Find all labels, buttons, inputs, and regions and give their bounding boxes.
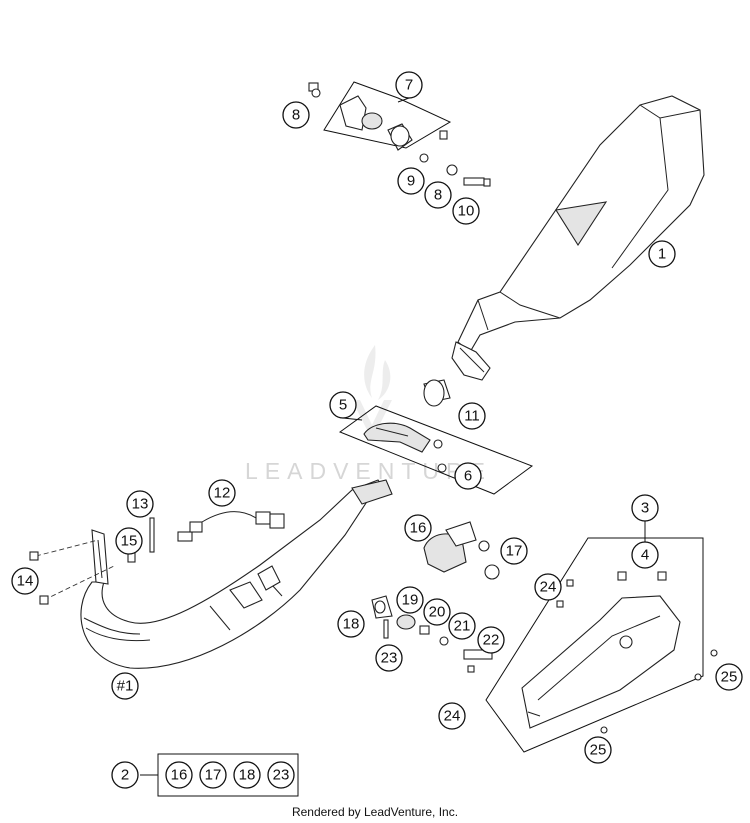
callout-16: 16 bbox=[404, 514, 432, 542]
kit-callout-17: 17 bbox=[199, 761, 227, 789]
callout-label: 17 bbox=[205, 767, 222, 784]
callout-label: 24 bbox=[540, 579, 557, 596]
callout-label: 8 bbox=[292, 107, 300, 124]
callout-18: 18 bbox=[337, 610, 365, 638]
callout-10: 10 bbox=[452, 197, 480, 225]
callout-19: 19 bbox=[396, 586, 424, 614]
footer-credit: Rendered by LeadVenture, Inc. bbox=[291, 805, 459, 819]
callout-13: 13 bbox=[126, 490, 154, 518]
callout-label: 10 bbox=[458, 203, 475, 220]
leader-lines bbox=[140, 97, 646, 797]
callout-label: 7 bbox=[405, 77, 413, 94]
callout-label: 17 bbox=[506, 543, 523, 560]
callout-20: 20 bbox=[423, 598, 451, 626]
callout-label: 12 bbox=[214, 485, 231, 502]
muffler-part[interactable] bbox=[451, 95, 705, 381]
clamp-ring-part[interactable] bbox=[423, 379, 451, 407]
flange-gasket-part[interactable] bbox=[29, 517, 155, 605]
callout-11: 11 bbox=[458, 402, 486, 430]
callout-label: 21 bbox=[454, 618, 471, 635]
callout-15: 15 bbox=[115, 527, 143, 555]
callout-label: 16 bbox=[171, 767, 188, 784]
callout-5: 5 bbox=[329, 391, 357, 419]
callout-25-b: 25 bbox=[584, 736, 612, 764]
callout-1: 1 bbox=[648, 240, 676, 268]
callout-label: 4 bbox=[641, 547, 649, 564]
callout-7: 7 bbox=[395, 71, 423, 99]
callout-label: 14 bbox=[17, 573, 34, 590]
callout-8-b: 8 bbox=[424, 181, 452, 209]
callout-6: 6 bbox=[454, 462, 482, 490]
callout-21: 21 bbox=[448, 612, 476, 640]
callout-label: 2 bbox=[121, 767, 129, 784]
callout-24-b: 24 bbox=[438, 702, 466, 730]
callout-25: 25 bbox=[715, 663, 743, 691]
callout-label: 9 bbox=[407, 173, 415, 190]
kit-callout-23: 23 bbox=[267, 761, 295, 789]
callout-22: 22 bbox=[477, 626, 505, 654]
callout-label: 3 bbox=[641, 500, 649, 517]
callout-label: 19 bbox=[402, 592, 419, 609]
callout-label: 1 bbox=[658, 246, 666, 263]
watermark-logo bbox=[352, 345, 392, 440]
hanger-bracket-part[interactable] bbox=[423, 521, 500, 580]
callout-8: 8 bbox=[282, 101, 310, 129]
callout-label: 18 bbox=[343, 616, 360, 633]
callout-label: 23 bbox=[273, 767, 290, 784]
callout-23: 23 bbox=[375, 644, 403, 672]
callout-label: 6 bbox=[464, 468, 472, 485]
callout-label: 22 bbox=[483, 632, 500, 649]
callout-label: 13 bbox=[132, 496, 149, 513]
callout-label: 11 bbox=[464, 408, 480, 425]
bracket-kit-part[interactable] bbox=[323, 81, 452, 151]
callout-label: 15 bbox=[121, 533, 138, 550]
callout-header-1: #1 bbox=[111, 672, 139, 700]
callout-label: 25 bbox=[721, 669, 738, 686]
callout-4: 4 bbox=[631, 541, 659, 569]
callout-14: 14 bbox=[11, 567, 39, 595]
rubber-mount-part[interactable] bbox=[371, 595, 493, 660]
header-pipe-part[interactable] bbox=[80, 479, 393, 669]
kit-callout-18: 18 bbox=[233, 761, 261, 789]
small-bolt-part[interactable] bbox=[308, 82, 491, 187]
callout-label: 16 bbox=[410, 520, 427, 537]
callout-12: 12 bbox=[208, 479, 236, 507]
callout-9: 9 bbox=[397, 167, 425, 195]
callout-17: 17 bbox=[500, 537, 528, 565]
callout-3: 3 bbox=[631, 494, 659, 522]
callout-label: 25 bbox=[590, 742, 607, 759]
callout-24: 24 bbox=[534, 573, 562, 601]
callout-label: 23 bbox=[381, 650, 398, 667]
kit-callout-16: 16 bbox=[165, 761, 193, 789]
oxygen-sensor-part[interactable] bbox=[177, 511, 285, 542]
clamp-kit-part[interactable] bbox=[338, 405, 534, 495]
callout-label: 18 bbox=[239, 767, 256, 784]
callout-label: 8 bbox=[434, 187, 442, 204]
callout-label: #1 bbox=[117, 678, 134, 695]
heat-shield-part[interactable] bbox=[467, 537, 718, 753]
callout-label: 5 bbox=[339, 397, 347, 414]
callout-label: 20 bbox=[429, 604, 446, 621]
callout-label: 24 bbox=[444, 708, 461, 725]
callout-2: 2 bbox=[111, 761, 139, 789]
